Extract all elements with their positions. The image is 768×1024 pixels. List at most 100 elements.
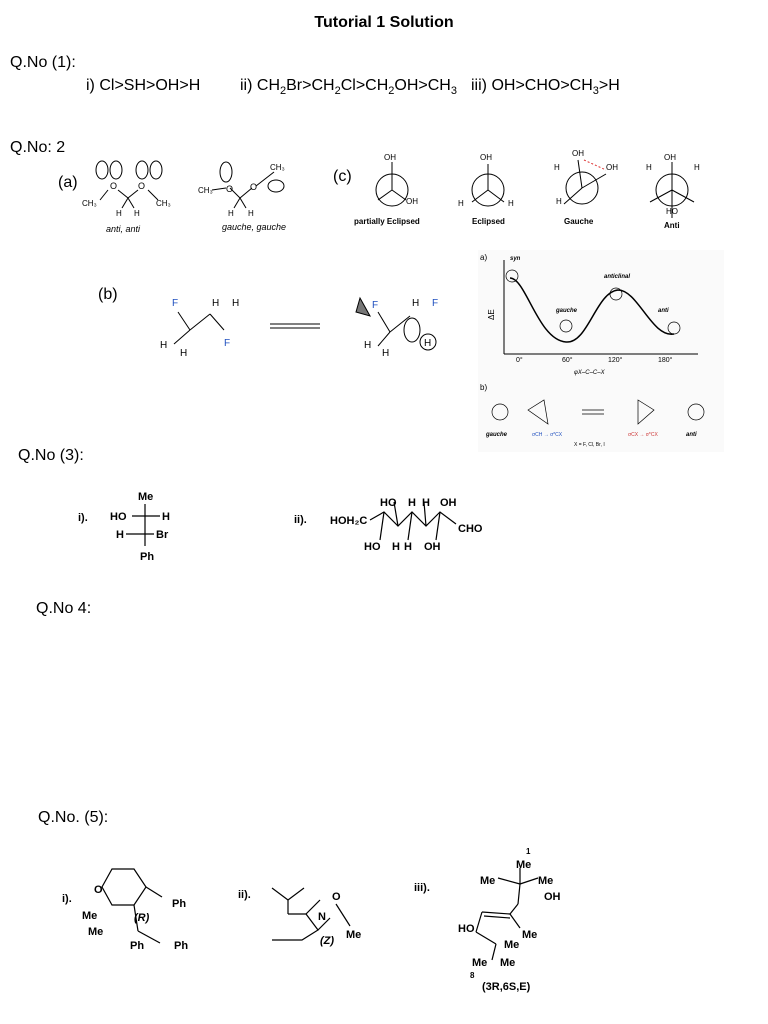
q2a-structures: O O CH₃ CH₃ H H anti, anti CH₃ CH₃ O O H…	[82, 160, 286, 234]
svg-text:H: H	[160, 340, 167, 351]
orbital-lobe	[355, 296, 372, 317]
q5-structure-i: O Me Me (R) Ph Ph Ph	[82, 868, 188, 952]
svg-text:Ph: Ph	[172, 898, 186, 910]
svg-text:Me: Me	[82, 910, 97, 922]
svg-text:O: O	[332, 891, 341, 903]
q1-answer-i: i) Cl>SH>OH>H	[86, 77, 201, 94]
svg-text:Me: Me	[516, 859, 531, 871]
o-atom: O	[138, 181, 145, 191]
q5-part-iii-label: iii).	[414, 882, 430, 894]
gauche-newman: OH OH H H Gauche	[554, 149, 618, 226]
svg-text:HOH₂C: HOH₂C	[330, 515, 367, 527]
svg-text:H: H	[412, 298, 419, 309]
h-atom: H	[248, 209, 254, 218]
orbital-lobe	[403, 317, 421, 343]
svg-text:Ph: Ph	[130, 940, 144, 952]
svg-text:N: N	[318, 911, 326, 923]
svg-text:H: H	[404, 541, 412, 553]
ch3-label: CH₃	[156, 199, 171, 208]
q4-heading: Q.No 4:	[36, 600, 92, 617]
svg-text:OH: OH	[544, 891, 561, 903]
fischer-right-2: Br	[156, 529, 169, 541]
svg-text:OH: OH	[406, 197, 418, 206]
eclipsed-caption: Eclipsed	[472, 217, 505, 226]
anti-newman: OH HO H H Anti	[646, 153, 700, 230]
x-axis-label: φX–C–C–X	[574, 370, 606, 376]
svg-text:H: H	[422, 497, 430, 509]
svg-text:HO: HO	[380, 497, 397, 509]
svg-text:O: O	[94, 884, 103, 896]
q3-part-i-label: i).	[78, 512, 88, 524]
h-atom: H	[134, 209, 140, 218]
fischer-top: Me	[138, 491, 153, 503]
q5-part-i-label: i).	[62, 893, 72, 905]
svg-text:H: H	[232, 298, 239, 309]
q1-answer-ii-label: ii)	[240, 77, 253, 94]
svg-text:H: H	[458, 199, 464, 208]
q2-part-a-label: (a)	[58, 174, 78, 191]
svg-text:Me: Me	[480, 875, 495, 887]
ch3-label: CH₃	[270, 163, 285, 172]
gauche-caption: Gauche	[564, 217, 594, 226]
svg-text:OH: OH	[572, 149, 584, 158]
fischer-right-1: H	[162, 511, 170, 523]
svg-text:F: F	[172, 298, 178, 309]
q5-ii-stereo: (Z)	[320, 935, 334, 947]
fischer-left-1: HO	[110, 511, 127, 523]
svg-text:H: H	[556, 197, 562, 206]
svg-text:HO: HO	[364, 541, 381, 553]
svg-text:Me: Me	[522, 929, 537, 941]
h-atom: H	[228, 209, 234, 218]
q2-part-c-label: (c)	[333, 168, 352, 185]
svg-text:Me: Me	[538, 875, 553, 887]
svg-text:OH: OH	[440, 497, 457, 509]
eclipsed-newman: OH H H Eclipsed	[458, 153, 514, 226]
o-atom: O	[110, 181, 117, 191]
svg-text:HO: HO	[666, 207, 678, 216]
q5-structure-iii: 1 Me Me Me OH HO Me Me Me Me 8 (3R,6S,E)	[458, 847, 561, 993]
panel-b-label: b)	[480, 383, 487, 392]
svg-text:OH: OH	[664, 153, 676, 162]
energy-diagram: a) b) ΔE 0° 60° 120° 180° φX–C–C–X syn g…	[478, 250, 724, 452]
energy-axis-label: ΔE	[487, 309, 496, 320]
o-atom: O	[226, 184, 233, 194]
svg-text:HO: HO	[458, 923, 475, 935]
sigma-label: σCH → σ*CX	[532, 432, 563, 438]
svg-text:Me: Me	[88, 926, 103, 938]
q1-answer-iii-tail: >H	[598, 77, 620, 94]
panel-a-label: a)	[480, 253, 487, 262]
svg-text:H: H	[554, 163, 560, 172]
partially-eclipsed-newman: OH OH partially Eclipsed	[354, 153, 420, 226]
anti-anti-structure	[95, 160, 163, 209]
q2-heading: Q.No: 2	[10, 139, 66, 156]
fischer-projection: Me HO H H Br Ph	[110, 491, 170, 563]
partially-eclipsed-caption: partially Eclipsed	[354, 217, 420, 226]
q1-heading: Q.No (1):	[10, 54, 76, 71]
o-atom: O	[250, 182, 257, 192]
anti-label: anti	[658, 308, 669, 314]
svg-text:8: 8	[470, 971, 475, 980]
anticlinal-label: anticlinal	[604, 274, 630, 280]
x-tick: 180°	[658, 356, 673, 364]
svg-text:H: H	[392, 541, 400, 553]
svg-text:H: H	[382, 348, 389, 359]
svg-text:H: H	[408, 497, 416, 509]
h-atom: H	[116, 209, 122, 218]
svg-text:H: H	[508, 199, 514, 208]
fischer-left-2: H	[116, 529, 124, 541]
energy-curve	[509, 277, 675, 343]
svg-text:H: H	[646, 163, 652, 172]
q2b-structures: F H H H H F F H F H H H	[160, 296, 438, 359]
svg-text:OH: OH	[424, 541, 441, 553]
x-tick: 60°	[562, 356, 573, 364]
svg-text:Me: Me	[504, 939, 519, 951]
q2c-newman-projections: OH OH partially Eclipsed OH H H Eclipsed…	[354, 149, 700, 230]
svg-text:Me: Me	[346, 929, 361, 941]
gauche-bottom-label: gauche	[485, 432, 508, 438]
svg-text:OH: OH	[606, 163, 618, 172]
x-tick: 0°	[516, 356, 523, 364]
svg-text:OH: OH	[384, 153, 396, 162]
anti-caption: Anti	[664, 221, 680, 230]
anti-anti-caption: anti, anti	[106, 224, 141, 234]
orbital-sketch	[527, 399, 655, 425]
